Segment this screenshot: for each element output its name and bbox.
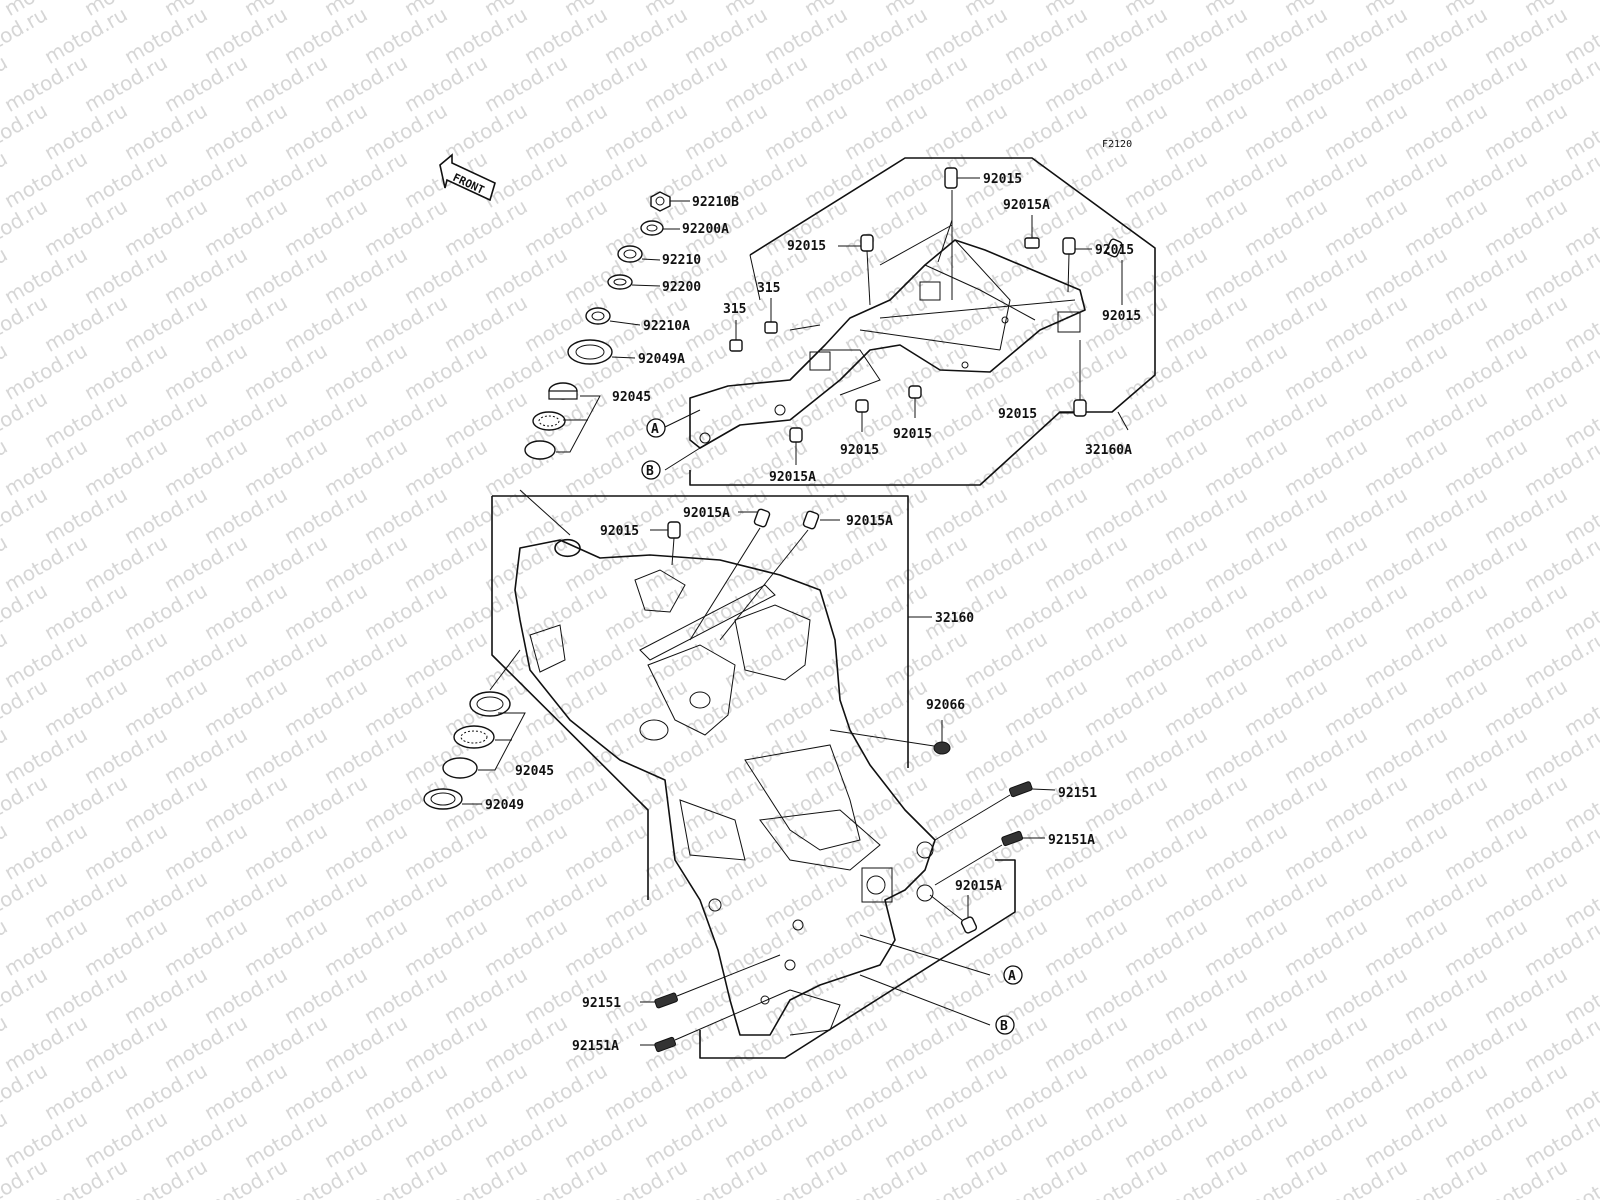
- part-label: 92015: [998, 407, 1037, 422]
- bolt-icon: [1024, 237, 1040, 249]
- seal-icon: [567, 339, 613, 365]
- bolt-icon: [860, 234, 874, 252]
- part-labels: 92210B 92200A 92210 92200 92210A 92049A …: [485, 172, 1141, 1054]
- part-label: 92151A: [572, 1039, 619, 1054]
- bolt-icon: [1073, 399, 1087, 417]
- bolt-icon: [944, 167, 958, 189]
- part-label: 315: [723, 302, 746, 317]
- callout-A-bottom: A: [1003, 965, 1023, 985]
- race-icon: [469, 691, 511, 717]
- part-label: 315: [757, 281, 780, 296]
- plug-icon: [933, 741, 951, 755]
- bolt-icon: [908, 385, 922, 399]
- callout-A-top: A: [646, 418, 666, 438]
- part-label: 92015: [787, 239, 826, 254]
- part-label: 92200A: [682, 222, 729, 237]
- part-label: 92210B: [692, 195, 739, 210]
- part-label: 92210A: [643, 319, 690, 334]
- washer-icon: [640, 220, 664, 236]
- svg-text:B: B: [646, 464, 654, 479]
- bolt-icon: [1008, 781, 1033, 798]
- part-label: 92049A: [638, 352, 685, 367]
- part-label: 92151: [582, 996, 621, 1011]
- locknut-icon: [617, 245, 643, 263]
- part-label: 92151A: [1048, 833, 1095, 848]
- bolt-icon: [667, 521, 681, 539]
- part-label: 92015: [983, 172, 1022, 187]
- bearing-icon: [453, 725, 495, 749]
- svg-text:A: A: [1008, 969, 1016, 984]
- part-label: 32160: [935, 611, 974, 626]
- bolt-icon: [1062, 237, 1076, 255]
- bolt-icon: [960, 916, 978, 934]
- part-label: 92015A: [1003, 198, 1050, 213]
- part-label: 92015: [840, 443, 879, 458]
- washer-icon: [607, 274, 633, 290]
- bearing-icon: [532, 411, 566, 431]
- part-label: 92015: [893, 427, 932, 442]
- svg-text:A: A: [651, 422, 659, 437]
- figure-code: F2120: [1102, 139, 1132, 150]
- part-label: 92200: [662, 280, 701, 295]
- locknut-icon: [585, 307, 611, 325]
- bolt-icon: [789, 427, 803, 443]
- part-label: 92015: [1102, 309, 1141, 324]
- main-frame-bolts: [640, 508, 1056, 1053]
- part-label: 92015A: [846, 514, 893, 529]
- seal-icon: [423, 788, 463, 810]
- bolt-icon: [654, 1036, 677, 1053]
- part-label: 92049: [485, 798, 524, 813]
- nut-icon: [650, 191, 671, 212]
- lower-bearing-stack: [423, 649, 526, 810]
- nut-icon: [729, 339, 743, 352]
- part-label: 92151: [1058, 786, 1097, 801]
- part-label: 32160A: [1085, 443, 1132, 458]
- race-icon: [442, 757, 478, 779]
- part-label: 92015: [1095, 243, 1134, 258]
- bolt-icon: [753, 508, 771, 528]
- bolt-icon: [802, 510, 820, 530]
- part-label: 92015A: [683, 506, 730, 521]
- part-label: 92015: [600, 524, 639, 539]
- race-icon: [524, 440, 556, 460]
- part-label: 92066: [926, 698, 965, 713]
- callout-B-top: B: [641, 460, 661, 480]
- rear-subframe: [664, 157, 1156, 486]
- bolt-icon: [1001, 830, 1024, 847]
- bolt-icon: [855, 399, 869, 413]
- bolt-icon: [1105, 238, 1123, 258]
- nut-icon: [764, 321, 778, 334]
- svg-text:B: B: [1000, 1019, 1008, 1034]
- main-frame: [491, 495, 1016, 1059]
- subframe-bolts: [729, 167, 1123, 465]
- bolt-icon: [654, 992, 678, 1009]
- part-label: 92015A: [769, 470, 816, 485]
- part-label: 92045: [515, 764, 554, 779]
- steering-parts: [519, 191, 690, 536]
- callout-B-bottom: B: [995, 1015, 1015, 1035]
- front-arrow-icon: FRONT: [439, 153, 496, 202]
- part-label: 92045: [612, 390, 651, 405]
- part-label: 92015A: [955, 879, 1002, 894]
- part-label: 92210: [662, 253, 701, 268]
